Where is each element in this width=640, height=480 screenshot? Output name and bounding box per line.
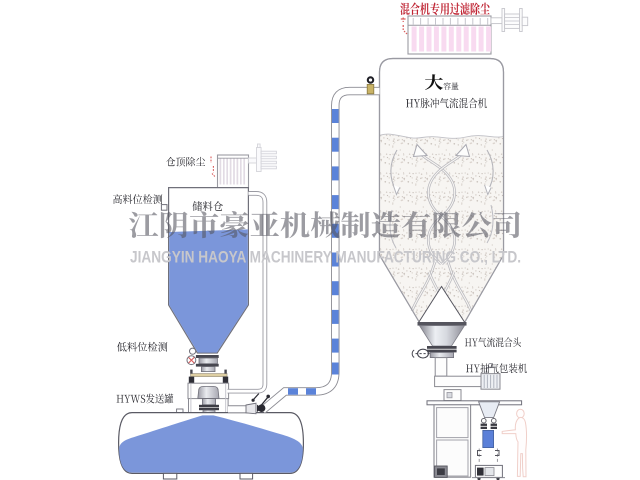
svg-text:JIANGYIN HAOYA MACHINERY MANUF: JIANGYIN HAOYA MACHINERY MANUFACTURING C… <box>130 248 521 267</box>
